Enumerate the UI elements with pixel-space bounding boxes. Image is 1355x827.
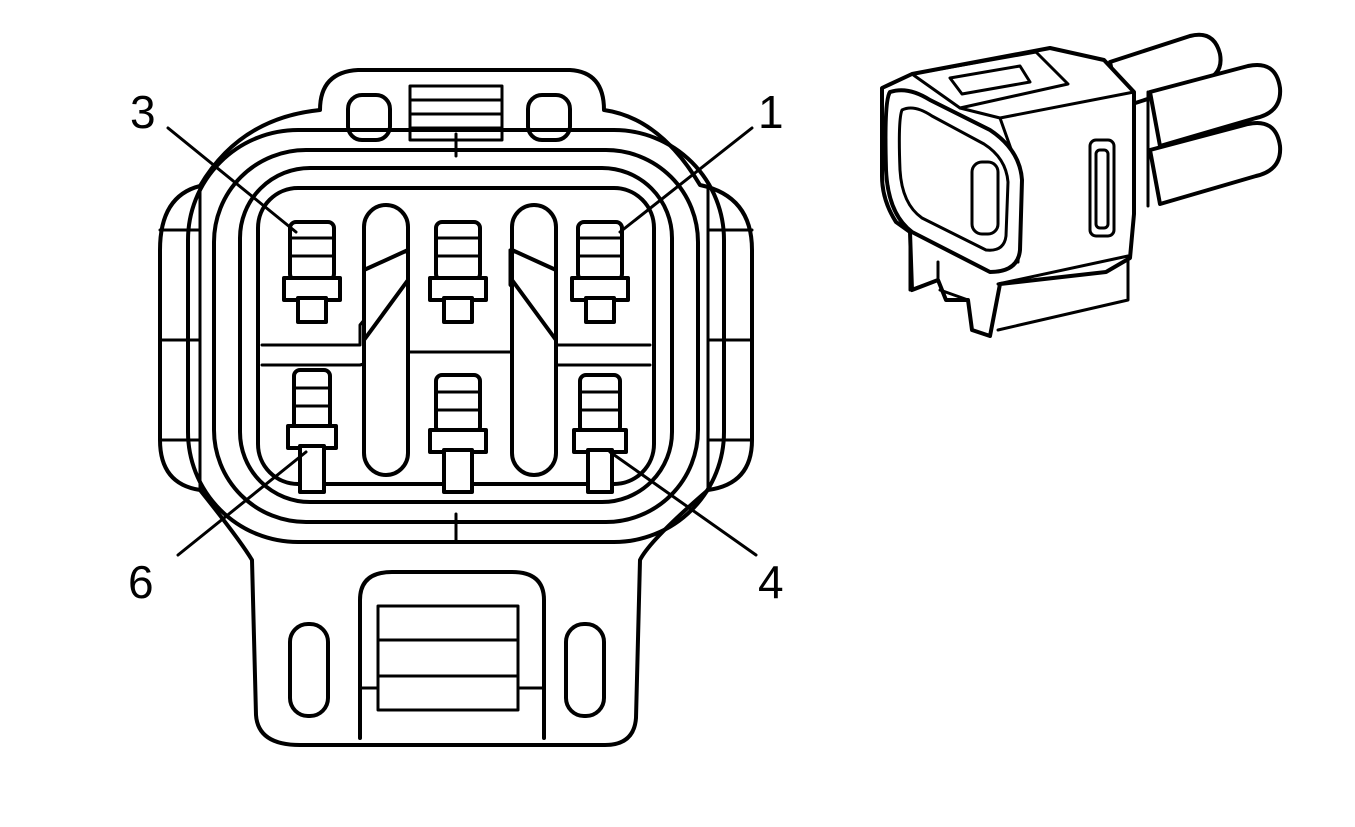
iso-lower-tab: [908, 230, 1130, 332]
pin-4-label: 4: [758, 556, 784, 608]
lower-lock-ribs: [358, 604, 546, 712]
pin-1-label: 1: [758, 86, 784, 138]
iso-inner-key: [970, 160, 1000, 236]
iso-front-opening: [883, 88, 1024, 274]
polarizing-key-left: [362, 203, 410, 477]
top-right-tab: [526, 93, 572, 142]
top-left-tab: [346, 93, 392, 142]
terminal-5: [428, 373, 488, 494]
key-web-left: [362, 248, 410, 342]
iso-top-latch: [910, 50, 1070, 110]
connector-face-view: 3 1 6 4: [128, 68, 784, 747]
bottom-right-slot: [564, 622, 606, 718]
wire-boots: [1108, 32, 1283, 208]
terminal-4: [572, 373, 628, 494]
terminal-1: [570, 220, 630, 324]
pin-3-label: 3: [130, 86, 156, 138]
terminal-2: [428, 220, 488, 324]
bottom-left-slot: [288, 622, 330, 718]
terminal-6: [286, 368, 338, 494]
seal-ring-outer: [186, 128, 726, 544]
lower-latch: [358, 570, 546, 740]
left-side-ribs: [158, 184, 202, 492]
iso-side-window: [1088, 138, 1116, 238]
callout-leaders: [166, 126, 758, 557]
key-web-right: [510, 248, 558, 342]
connector-isometric-view: [880, 32, 1283, 338]
housing-outline: [158, 68, 754, 747]
right-side-ribs: [706, 184, 754, 492]
polarizing-key-right: [510, 203, 558, 477]
pin-6-label: 6: [128, 556, 154, 608]
seal-ring-inner: [238, 166, 674, 504]
terminal-3: [282, 220, 342, 324]
